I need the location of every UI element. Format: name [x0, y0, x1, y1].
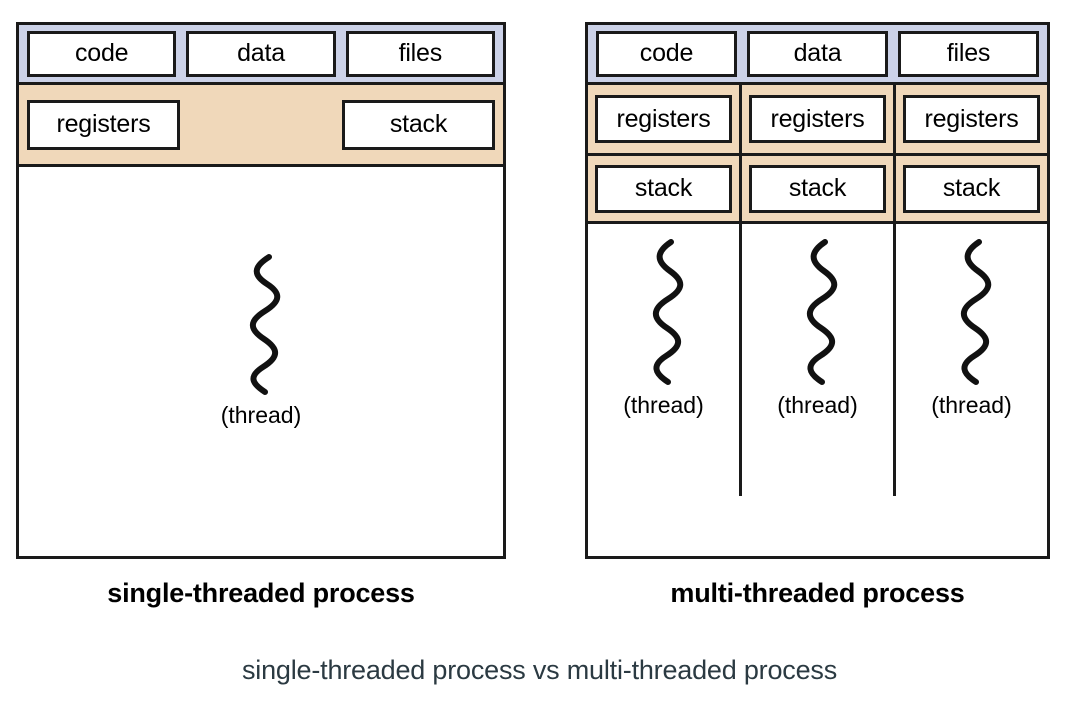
- cell-stack: stack: [342, 99, 495, 150]
- cell-code: code: [596, 30, 737, 77]
- thread-column-3: registers: [893, 85, 1047, 153]
- thread-column-1: registers: [588, 85, 739, 153]
- thread-column-2: stack: [739, 156, 893, 221]
- single-threaded-process-box: code data files registers stack (thread): [16, 22, 506, 559]
- thread-label: (thread): [220, 402, 302, 428]
- thread-1: (thread): [588, 238, 739, 417]
- figure-caption: single-threaded process vs multi-threade…: [242, 655, 837, 685]
- thread-squiggle-icon: [231, 253, 291, 398]
- single-threaded-caption: single-threaded process: [107, 578, 415, 608]
- multi-shared-resources-band: code data files: [588, 25, 1047, 85]
- multi-threaded-caption: multi-threaded process: [670, 578, 965, 608]
- thread-label: (thread): [623, 392, 704, 418]
- cell-stack: stack: [595, 164, 732, 213]
- thread-1: (thread): [19, 253, 503, 427]
- registers-row: registers registers registers: [588, 85, 1047, 153]
- cell-code: code: [27, 30, 177, 77]
- multi-threaded-diagram: code data files registers registers regi…: [585, 22, 1050, 559]
- thread-squiggle-icon: [789, 238, 847, 388]
- thread-column-1: stack: [588, 156, 739, 221]
- cell-files: files: [345, 30, 495, 77]
- thread-label: (thread): [931, 392, 1012, 418]
- single-thread-resources-band: registers stack: [19, 85, 503, 167]
- cell-data: data: [747, 30, 888, 77]
- thread-column-2: registers: [739, 85, 893, 153]
- thread-3: (thread): [896, 238, 1047, 417]
- thread-label: (thread): [777, 392, 858, 418]
- multi-thread-resources-band: registers registers registers stack stac…: [588, 85, 1047, 224]
- thread-column-2: (thread): [739, 224, 893, 496]
- single-shared-resources-band: code data files: [19, 25, 503, 85]
- single-threaded-diagram: code data files registers stack (thread): [16, 22, 506, 559]
- thread-column-1: (thread): [588, 224, 739, 496]
- cell-registers: registers: [27, 99, 180, 150]
- thread-squiggle-icon: [635, 238, 693, 388]
- stack-row: stack stack stack: [588, 153, 1047, 221]
- thread-column-3: (thread): [893, 224, 1047, 496]
- thread-column-3: stack: [893, 156, 1047, 221]
- cell-stack: stack: [749, 164, 886, 213]
- single-thread-area: (thread): [19, 167, 503, 556]
- cell-registers: registers: [595, 95, 732, 143]
- cell-stack: stack: [903, 164, 1040, 213]
- thread-squiggle-icon: [943, 238, 1001, 388]
- cell-files: files: [898, 30, 1039, 77]
- cell-registers: registers: [903, 95, 1040, 143]
- multi-thread-area: (thread) (thread): [588, 224, 1047, 496]
- cell-registers: registers: [749, 95, 886, 143]
- cell-data: data: [186, 30, 336, 77]
- thread-2: (thread): [742, 238, 893, 417]
- multi-threaded-process-box: code data files registers registers regi…: [585, 22, 1050, 559]
